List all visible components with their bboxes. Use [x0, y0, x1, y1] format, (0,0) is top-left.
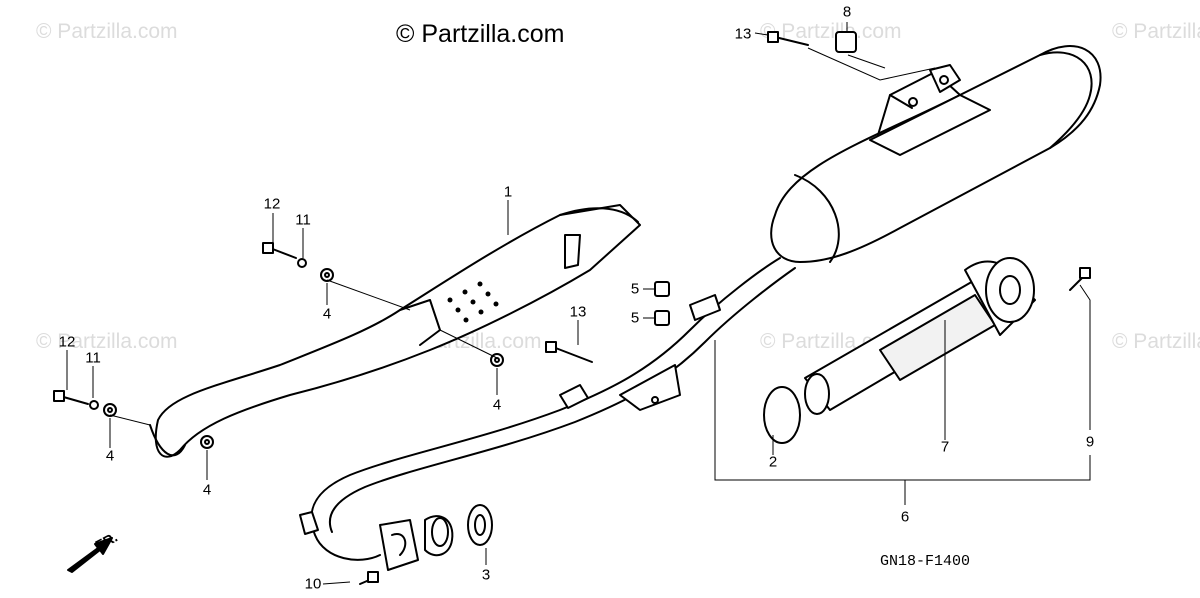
watermark: © Partzilla.com [760, 20, 902, 43]
heat-shield-vents [447, 281, 499, 323]
callout-13: 13 [569, 303, 587, 321]
callout-12: 12 [58, 333, 76, 351]
joint-gasket [467, 504, 493, 546]
watermark: © Partzilla.com [36, 20, 178, 43]
callout-10: 10 [304, 575, 322, 593]
callout-4: 4 [492, 396, 502, 414]
callout-5: 5 [630, 280, 640, 298]
watermark: © Partzilla.com [1112, 20, 1200, 43]
callout-9: 9 [1085, 433, 1095, 451]
pipe-bracket-lower [619, 364, 681, 411]
muffler-body [770, 45, 1102, 263]
pipe-clamp [559, 384, 589, 409]
callout-7: 7 [940, 438, 950, 456]
diagram-code: GN18-F1400 [880, 553, 971, 570]
callout-3: 3 [481, 566, 491, 584]
pipe-bracket-upper [689, 294, 721, 321]
callout-11: 11 [295, 211, 311, 229]
front-direction-arrow [67, 537, 113, 573]
callout-5: 5 [630, 309, 640, 327]
watermark: © Partzilla.com [36, 330, 178, 353]
callout-1: 1 [503, 183, 513, 201]
bolts [53, 31, 1091, 585]
callout-12: 12 [263, 195, 281, 213]
copyright-text: © Partzilla.com [396, 20, 565, 48]
hardware [89, 31, 857, 449]
exhaust-flange [379, 515, 454, 571]
gasket-ring [763, 386, 801, 444]
leader-lines [66, 22, 1091, 585]
heat-shield [149, 204, 641, 458]
spark-arrester [804, 257, 1036, 415]
callout-2: 2 [768, 453, 778, 471]
callout-8: 8 [842, 3, 852, 21]
callout-4: 4 [322, 305, 332, 323]
exhaust-pipe [299, 257, 796, 561]
callout-4: 4 [202, 481, 212, 499]
callout-13: 13 [734, 25, 752, 43]
callout-6: 6 [900, 508, 910, 526]
callout-4: 4 [105, 447, 115, 465]
callout-11: 11 [85, 349, 101, 367]
watermark: © Partzilla.com [1112, 330, 1200, 353]
muffler-mount-bracket [869, 64, 991, 156]
